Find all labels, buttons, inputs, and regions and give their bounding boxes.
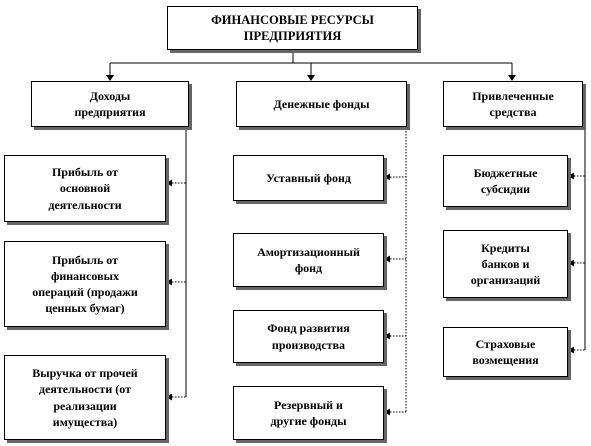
attracted-item-box: Кредиты банков и организаций	[443, 230, 568, 298]
funds-item-box: Уставный фонд	[233, 155, 384, 201]
funds-item-box: Резервный и другие фонды	[233, 386, 384, 440]
income-arrow	[166, 278, 172, 286]
attracted-item-box: Страховые возмещения	[443, 327, 568, 377]
funds-arrow	[384, 173, 390, 181]
income-arrow	[166, 393, 172, 401]
attracted-arrow	[568, 346, 574, 354]
funds-item-box: Фонд развития производства	[233, 310, 384, 363]
root-box-financial-resources: ФИНАНСОВЫЕ РЕСУРСЫ ПРЕДПРИЯТИЯ	[167, 6, 418, 50]
funds-arrow	[384, 332, 390, 340]
funds-arrow	[384, 408, 390, 416]
category-box-funds: Денежные фонды	[236, 81, 407, 127]
income-item-box: Прибыль от основной деятельности	[4, 155, 166, 222]
attracted-arrow	[568, 172, 574, 180]
income-item-box: Прибыль от финансовых операций (продажи …	[4, 241, 166, 327]
funds-arrow	[384, 255, 390, 263]
attracted-item-box: Бюджетные субсидии	[443, 155, 568, 207]
category-arrow	[106, 75, 114, 81]
category-box-income: Доходы предприятия	[31, 81, 189, 127]
category-arrow	[307, 75, 315, 81]
income-item-box: Выручка от прочей деятельности (от реали…	[4, 355, 166, 440]
category-box-attracted: Привлеченные средства	[443, 81, 583, 127]
income-arrow	[166, 179, 172, 187]
funds-item-box: Амортизационный фонд	[233, 233, 384, 287]
attracted-arrow	[568, 259, 574, 267]
category-arrow	[508, 75, 516, 81]
